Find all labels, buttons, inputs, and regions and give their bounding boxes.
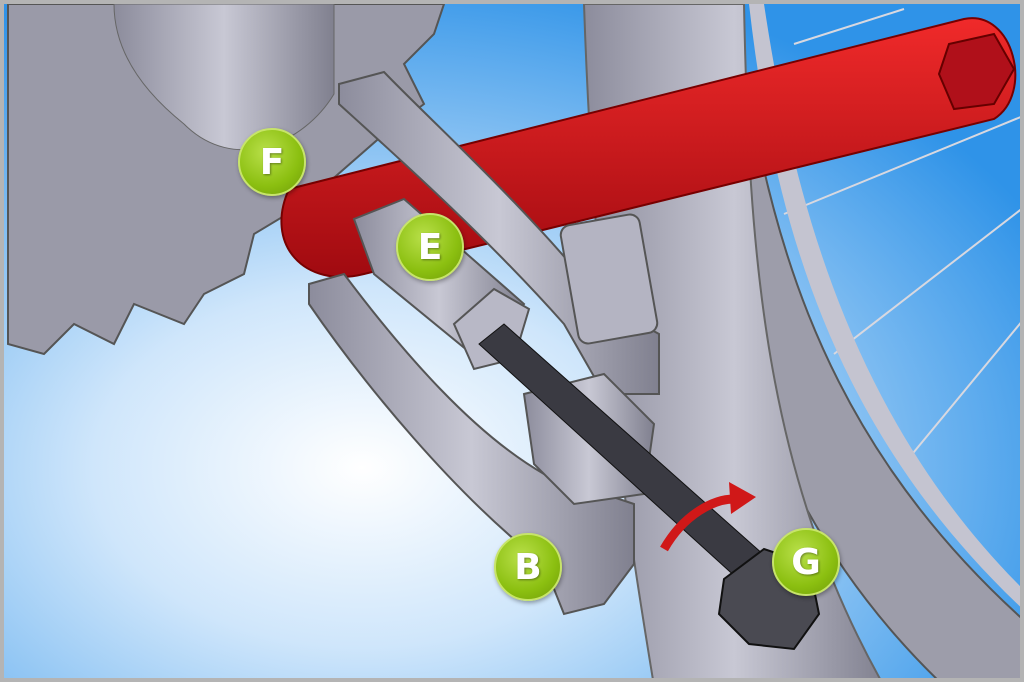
rotation-arrow-head — [729, 482, 756, 514]
callout-f: F — [238, 128, 306, 196]
callout-b: B — [494, 533, 562, 601]
wheel-spokes — [783, 8, 1020, 465]
callout-g: G — [772, 528, 840, 596]
bottom-bracket — [113, 4, 335, 151]
callout-e: E — [396, 213, 464, 281]
illustration-drawing — [4, 4, 1020, 678]
pedal-thread-hole — [937, 32, 1016, 111]
puller-arm-lower — [308, 272, 635, 616]
rotation-arrow — [660, 494, 735, 552]
puller-arm-tip-upper — [559, 213, 659, 345]
chainring — [7, 4, 446, 356]
